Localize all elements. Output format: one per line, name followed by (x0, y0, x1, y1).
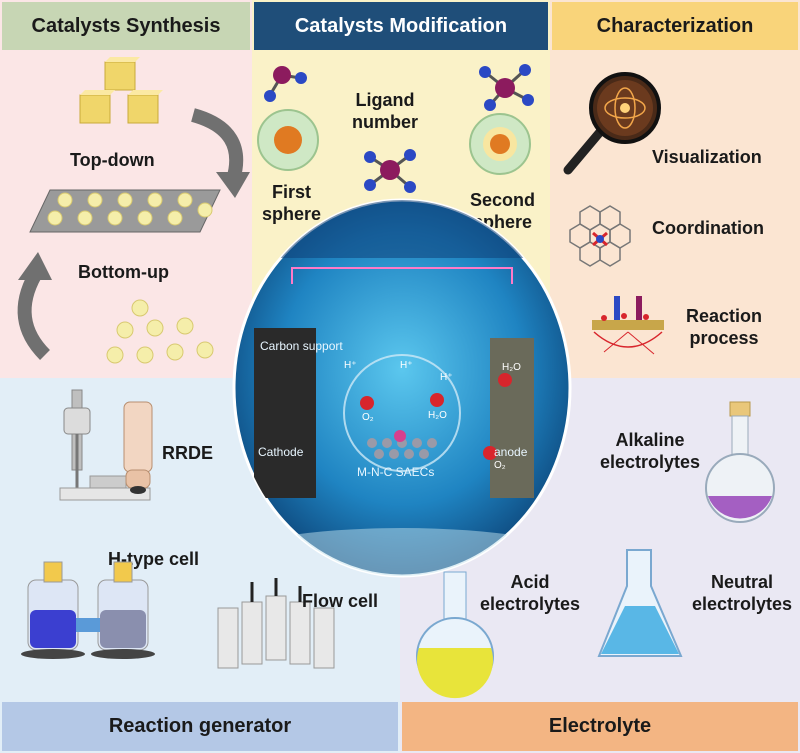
characterization-panel (550, 0, 800, 378)
magnifying-glass-icon (563, 72, 661, 175)
ligand-molecule-icon (264, 66, 307, 102)
h-type-cell-icon (21, 561, 155, 659)
header-reaction-generator: Reaction generator (2, 702, 398, 751)
second-sphere-icon (469, 113, 531, 175)
carbon-support-label: Carbon support (260, 339, 343, 353)
cathode-label: Cathode (258, 445, 304, 459)
water-label-anode: H₂O (502, 362, 521, 373)
anode-label: anode (494, 445, 528, 459)
proton-label-3: H⁺ (440, 372, 453, 383)
header-catalysts-modification: Catalysts Modification (254, 2, 548, 50)
proton-label-2: H⁺ (400, 360, 413, 371)
label-acid-electrolytes: Acid electrolytes (480, 572, 581, 614)
tetrahedral-molecule-icon (364, 149, 416, 193)
label-top-down: Top-down (70, 150, 155, 170)
header-catalysts-synthesis: Catalysts Synthesis (2, 2, 250, 50)
ligand-cluster-icon (479, 64, 534, 111)
label-visualization: Visualization (652, 147, 762, 167)
first-sphere-icon (257, 109, 319, 171)
oxygen-label-cathode: O₂ (362, 412, 374, 423)
label-coordination: Coordination (652, 218, 764, 238)
curved-arrow-up-icon (17, 252, 52, 360)
coordination-structure-icon (569, 205, 631, 267)
central-reaction-scene: Carbon support Cathode anode M-N-C SAECs… (232, 198, 572, 578)
round-flask-purple-icon (705, 401, 775, 523)
nanoparticle-substrate-icon (29, 189, 221, 233)
erlenmeyer-flask-blue-icon (597, 549, 683, 657)
oxygen-label-anode: O₂ (494, 460, 506, 471)
label-reaction-process: Reaction process (686, 306, 763, 348)
rrde-apparatus-icon (59, 389, 151, 501)
reaction-process-diagram-icon (592, 296, 664, 355)
round-flask-yellow-icon (416, 571, 494, 699)
catalyst-label: M-N-C SAECs (357, 465, 434, 479)
label-bottom-up: Bottom-up (78, 262, 169, 282)
water-label-cathode: H₂O (428, 410, 447, 421)
flow-cell-icon (217, 578, 335, 669)
header-electrolyte: Electrolyte (402, 702, 798, 751)
label-neutral-electrolytes: Neutral electrolytes (692, 572, 793, 614)
proton-label-1: H⁺ (344, 360, 357, 371)
label-rrde: RRDE (162, 443, 214, 463)
label-first-sphere: First sphere (262, 182, 322, 224)
curved-arrow-down-icon (190, 108, 250, 198)
label-flow-cell: Flow cell (302, 591, 379, 611)
label-ligand-number: Ligand number (352, 90, 419, 132)
rrde-electrode-icon (123, 401, 153, 494)
label-alkaline-electrolytes: Alkaline electrolytes (600, 430, 701, 472)
header-characterization: Characterization (552, 2, 798, 50)
nanocube-cluster-icon (79, 57, 163, 124)
nanoparticles-icon (106, 299, 214, 364)
